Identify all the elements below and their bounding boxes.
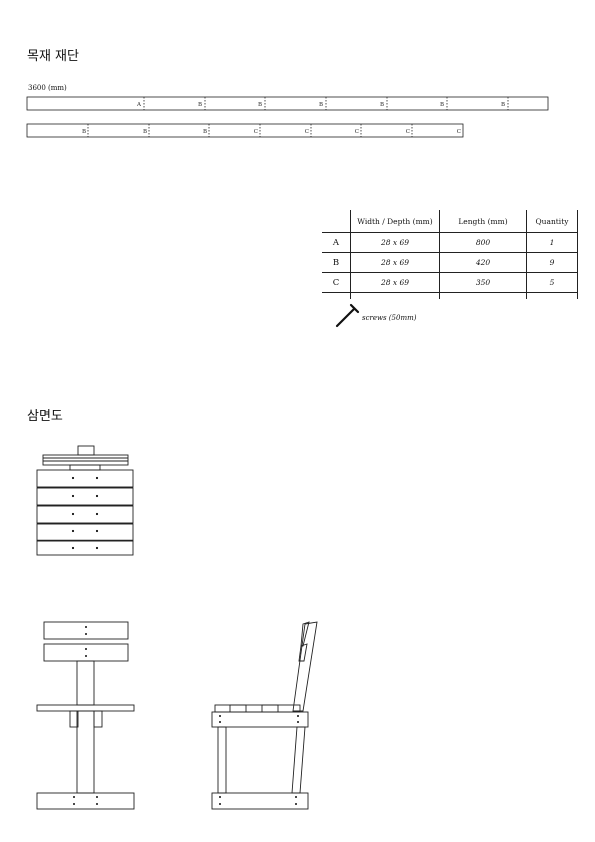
top-view (36, 445, 134, 556)
table-header-row: Width / Depth (mm) Length (mm) Quantity (322, 210, 578, 233)
table-row: A 28 x 69 800 1 (322, 232, 578, 253)
table-row: C 28 x 69 350 5 (322, 272, 578, 293)
part-qty: 5 (526, 272, 578, 293)
table-spacer-row (322, 292, 578, 299)
part-qty: 1 (526, 232, 578, 253)
part-id: C (322, 272, 351, 293)
board-2-label: B (143, 129, 147, 135)
cutting-section-title: 목재 재단 (27, 49, 79, 64)
front-view (36, 621, 135, 810)
board-2-label: C (355, 129, 359, 135)
part-length: 420 (439, 252, 527, 273)
board-1-label: B (258, 102, 262, 108)
board-1 (26, 96, 549, 111)
board-1-label: B (380, 102, 384, 108)
board-1-label: B (501, 102, 505, 108)
board-length-label: 3600 (mm) (28, 84, 67, 92)
screw-label: screws (50mm) (362, 314, 417, 322)
board-1-label: B (319, 102, 323, 108)
board-2-label: C (406, 129, 410, 135)
board-2-label: C (305, 129, 309, 135)
table-row: B 28 x 69 420 9 (322, 252, 578, 273)
part-id: B (322, 252, 351, 273)
top-view-screws (71, 476, 99, 550)
board-1-label: A (136, 102, 142, 108)
table-header: Quantity (526, 210, 578, 233)
part-dim: 28 x 69 (350, 252, 440, 273)
part-length: 350 (439, 272, 527, 293)
part-dim: 28 x 69 (350, 272, 440, 293)
side-view-screws (219, 715, 299, 805)
side-view (211, 621, 318, 810)
board-2-label: B (82, 129, 86, 135)
board-2-label: C (457, 129, 461, 135)
board-2-label: B (203, 129, 207, 135)
part-length: 800 (439, 232, 527, 253)
part-dim: 28 x 69 (350, 232, 440, 253)
parts-table: Width / Depth (mm) Length (mm) Quantity … (322, 210, 578, 299)
board-1-label: B (198, 102, 202, 108)
part-qty: 9 (526, 252, 578, 273)
table-header: Length (mm) (439, 210, 527, 233)
board-2 (26, 123, 464, 138)
board-1-label: B (440, 102, 444, 108)
board-2-label: C (254, 129, 258, 135)
front-view-screws (73, 626, 98, 805)
table-header: Width / Depth (mm) (350, 210, 440, 233)
part-id: A (322, 232, 351, 253)
screw-icon (335, 303, 360, 328)
views-section-title: 삼면도 (27, 409, 63, 424)
table-header (322, 210, 351, 233)
